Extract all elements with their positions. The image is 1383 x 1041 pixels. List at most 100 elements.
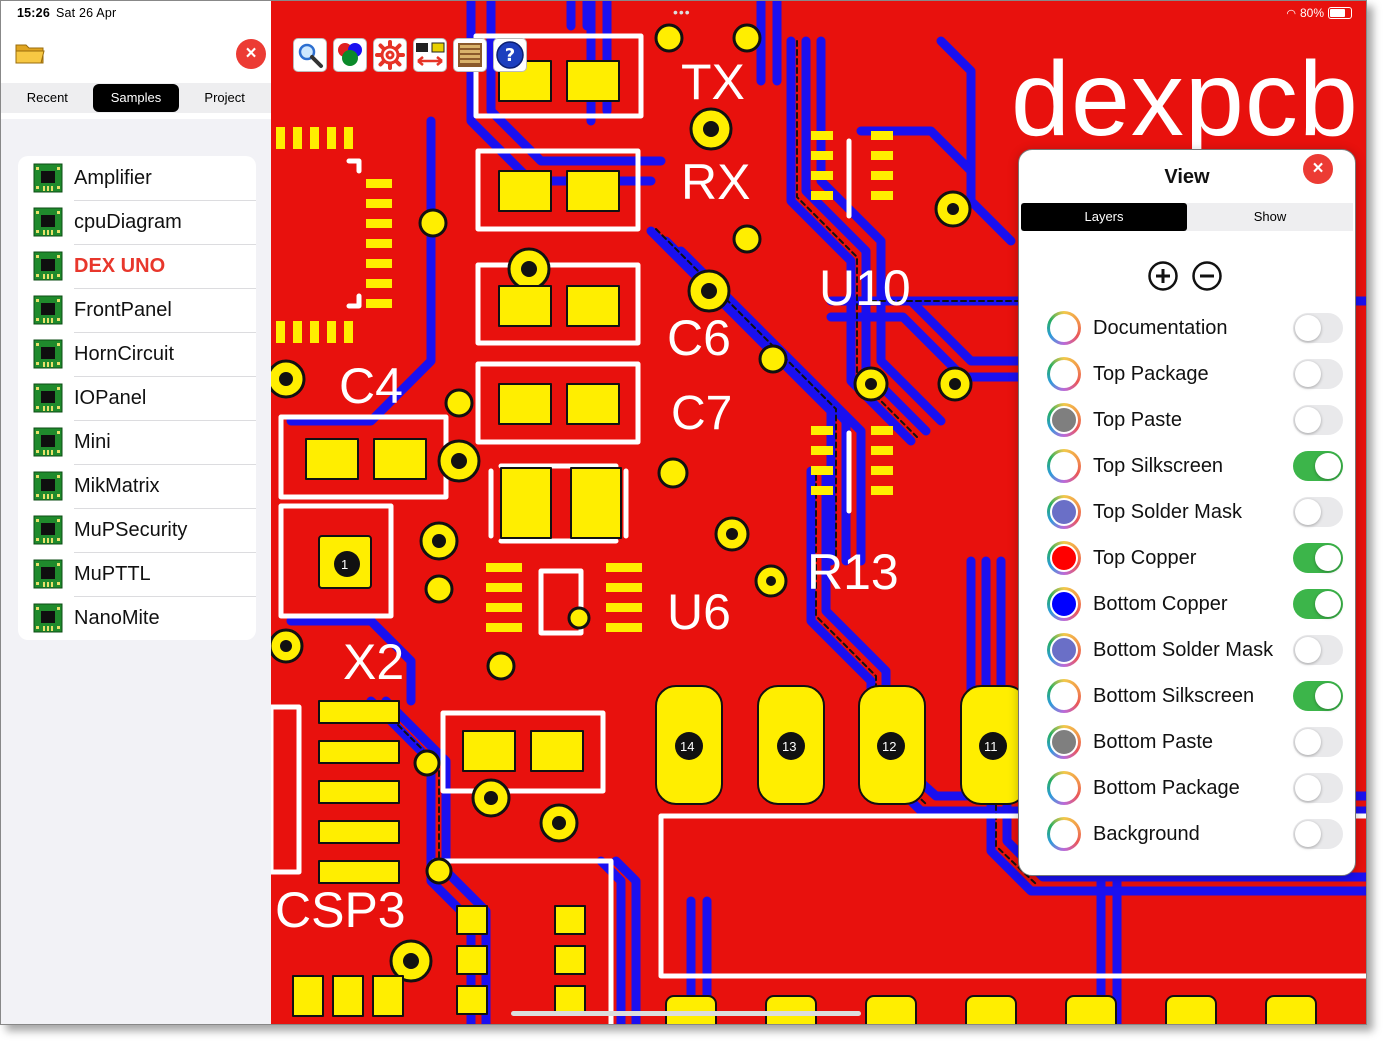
tab-show[interactable]: Show (1253, 209, 1287, 224)
tab-project[interactable]: Project (204, 90, 245, 105)
layer-color-swatch[interactable] (1047, 357, 1081, 391)
layer-label: Bottom Solder Mask (1093, 638, 1274, 661)
layer-row[interactable]: Bottom Copper (1047, 581, 1343, 627)
layer-color-swatch[interactable] (1047, 449, 1081, 483)
layer-visibility-toggle[interactable] (1293, 727, 1343, 757)
layer-label: Bottom Paste (1093, 730, 1214, 753)
layer-label: Bottom Package (1093, 776, 1240, 799)
layer-visibility-toggle[interactable] (1293, 543, 1343, 573)
layer-row[interactable]: Bottom Package (1047, 765, 1343, 811)
layer-visibility-toggle[interactable] (1293, 635, 1343, 665)
search-icon[interactable] (293, 38, 327, 72)
svg-text:?: ? (505, 45, 515, 66)
layer-label: Documentation (1093, 316, 1228, 339)
layer-visibility-toggle[interactable] (1293, 589, 1343, 619)
pcb-label-u10: U10 (819, 260, 911, 316)
layer-row[interactable]: Bottom Silkscreen (1047, 673, 1343, 719)
layer-color-swatch[interactable] (1047, 633, 1081, 667)
layer-visibility-toggle[interactable] (1293, 359, 1343, 389)
layer-label: Top Silkscreen (1093, 454, 1224, 477)
pcb-chip-icon (33, 251, 63, 281)
list-item-mini[interactable]: Mini (18, 420, 256, 464)
layer-row[interactable]: Top Package (1047, 351, 1343, 397)
layer-row[interactable]: Bottom Solder Mask (1047, 627, 1343, 673)
remove-layer-icon[interactable] (1191, 260, 1223, 292)
layer-color-swatch[interactable] (1047, 541, 1081, 575)
layer-color-fill (1050, 682, 1078, 710)
home-indicator[interactable] (511, 1011, 861, 1016)
layer-visibility-toggle[interactable] (1293, 451, 1343, 481)
samples-list: Amplifier cpuDiagram DEX UNO FrontPanel … (18, 156, 256, 640)
layer-row[interactable]: Documentation (1047, 305, 1343, 351)
layer-color-fill (1050, 774, 1078, 802)
list-item-iopanel[interactable]: IOPanel (18, 376, 256, 420)
layer-row[interactable]: Background (1047, 811, 1343, 857)
layer-visibility-toggle[interactable] (1293, 497, 1343, 527)
list-item-label: NanoMite (74, 606, 160, 629)
list-item-mikmatrix[interactable]: MikMatrix (18, 464, 256, 508)
help-icon[interactable]: ? (493, 38, 527, 72)
pcb-chip-icon (33, 383, 63, 413)
color-layers-icon[interactable] (333, 38, 367, 72)
pad-number-13: 13 (782, 739, 797, 754)
layer-color-fill (1050, 544, 1078, 572)
list-item-horncircuit[interactable]: HornCircuit (18, 332, 256, 376)
swap-components-icon[interactable] (413, 38, 447, 72)
multitasking-dots-icon[interactable]: ••• (673, 4, 691, 20)
layer-row[interactable]: Top Solder Mask (1047, 489, 1343, 535)
list-item-label: Amplifier (74, 166, 152, 189)
view-tabs: Layers Show (1021, 203, 1353, 231)
layer-row[interactable]: Top Paste (1047, 397, 1343, 443)
layer-color-fill (1050, 498, 1078, 526)
layer-color-swatch[interactable] (1047, 495, 1081, 529)
list-item-muppttl[interactable]: MuPTTL (18, 552, 256, 596)
layer-visibility-toggle[interactable] (1293, 773, 1343, 803)
layer-visibility-toggle[interactable] (1293, 819, 1343, 849)
list-item-frontpanel[interactable]: FrontPanel (18, 288, 256, 332)
pcb-chip-icon (33, 471, 63, 501)
layer-row[interactable]: Bottom Paste (1047, 719, 1343, 765)
layer-color-swatch[interactable] (1047, 771, 1081, 805)
pcb-drawing[interactable] (271, 1, 1367, 1025)
pcb-chip-icon (33, 207, 63, 237)
layer-label: Top Paste (1093, 408, 1182, 431)
pcb-label-c4: C4 (339, 358, 403, 414)
layer-visibility-toggle[interactable] (1293, 313, 1343, 343)
layer-color-swatch[interactable] (1047, 587, 1081, 621)
status-clock: 15:26 (17, 6, 50, 20)
view-close-icon[interactable]: × (1303, 154, 1333, 184)
layer-visibility-toggle[interactable] (1293, 681, 1343, 711)
library-icon[interactable] (453, 38, 487, 72)
tab-recent[interactable]: Recent (26, 90, 68, 105)
layer-color-fill (1050, 406, 1078, 434)
layer-color-swatch[interactable] (1047, 311, 1081, 345)
sidebar-close-icon[interactable]: × (236, 39, 266, 69)
list-item-label: MuPSecurity (74, 518, 188, 541)
layer-color-swatch[interactable] (1047, 725, 1081, 759)
layer-row[interactable]: Top Silkscreen (1047, 443, 1343, 489)
add-layer-icon[interactable] (1147, 260, 1179, 292)
tab-layers[interactable]: Layers (1021, 203, 1187, 231)
list-item-label: MikMatrix (74, 474, 160, 497)
list-item-amplifier[interactable]: Amplifier (18, 156, 256, 200)
wifi-icon: ◠ (1286, 7, 1296, 20)
list-item-cpudiagram[interactable]: cpuDiagram (18, 200, 256, 244)
folder-icon[interactable] (15, 41, 45, 65)
tab-samples[interactable]: Samples (92, 84, 179, 112)
layer-color-swatch[interactable] (1047, 817, 1081, 851)
list-item-label: IOPanel (74, 386, 147, 409)
layer-visibility-toggle[interactable] (1293, 405, 1343, 435)
list-item-dex-uno[interactable]: DEX UNO (18, 244, 256, 288)
layer-row[interactable]: Top Copper (1047, 535, 1343, 581)
layer-color-swatch[interactable] (1047, 403, 1081, 437)
list-item-label: HornCircuit (74, 342, 175, 365)
layer-color-swatch[interactable] (1047, 679, 1081, 713)
toolbar: ? (293, 38, 527, 72)
layer-color-fill (1050, 452, 1078, 480)
layer-label: Top Solder Mask (1093, 500, 1242, 523)
list-item-nanomite[interactable]: NanoMite (18, 596, 256, 640)
settings-gear-icon[interactable] (373, 38, 407, 72)
list-item-mupsecurity[interactable]: MuPSecurity (18, 508, 256, 552)
pcb-chip-icon (33, 559, 63, 589)
status-date: Sat 26 Apr (55, 6, 117, 20)
